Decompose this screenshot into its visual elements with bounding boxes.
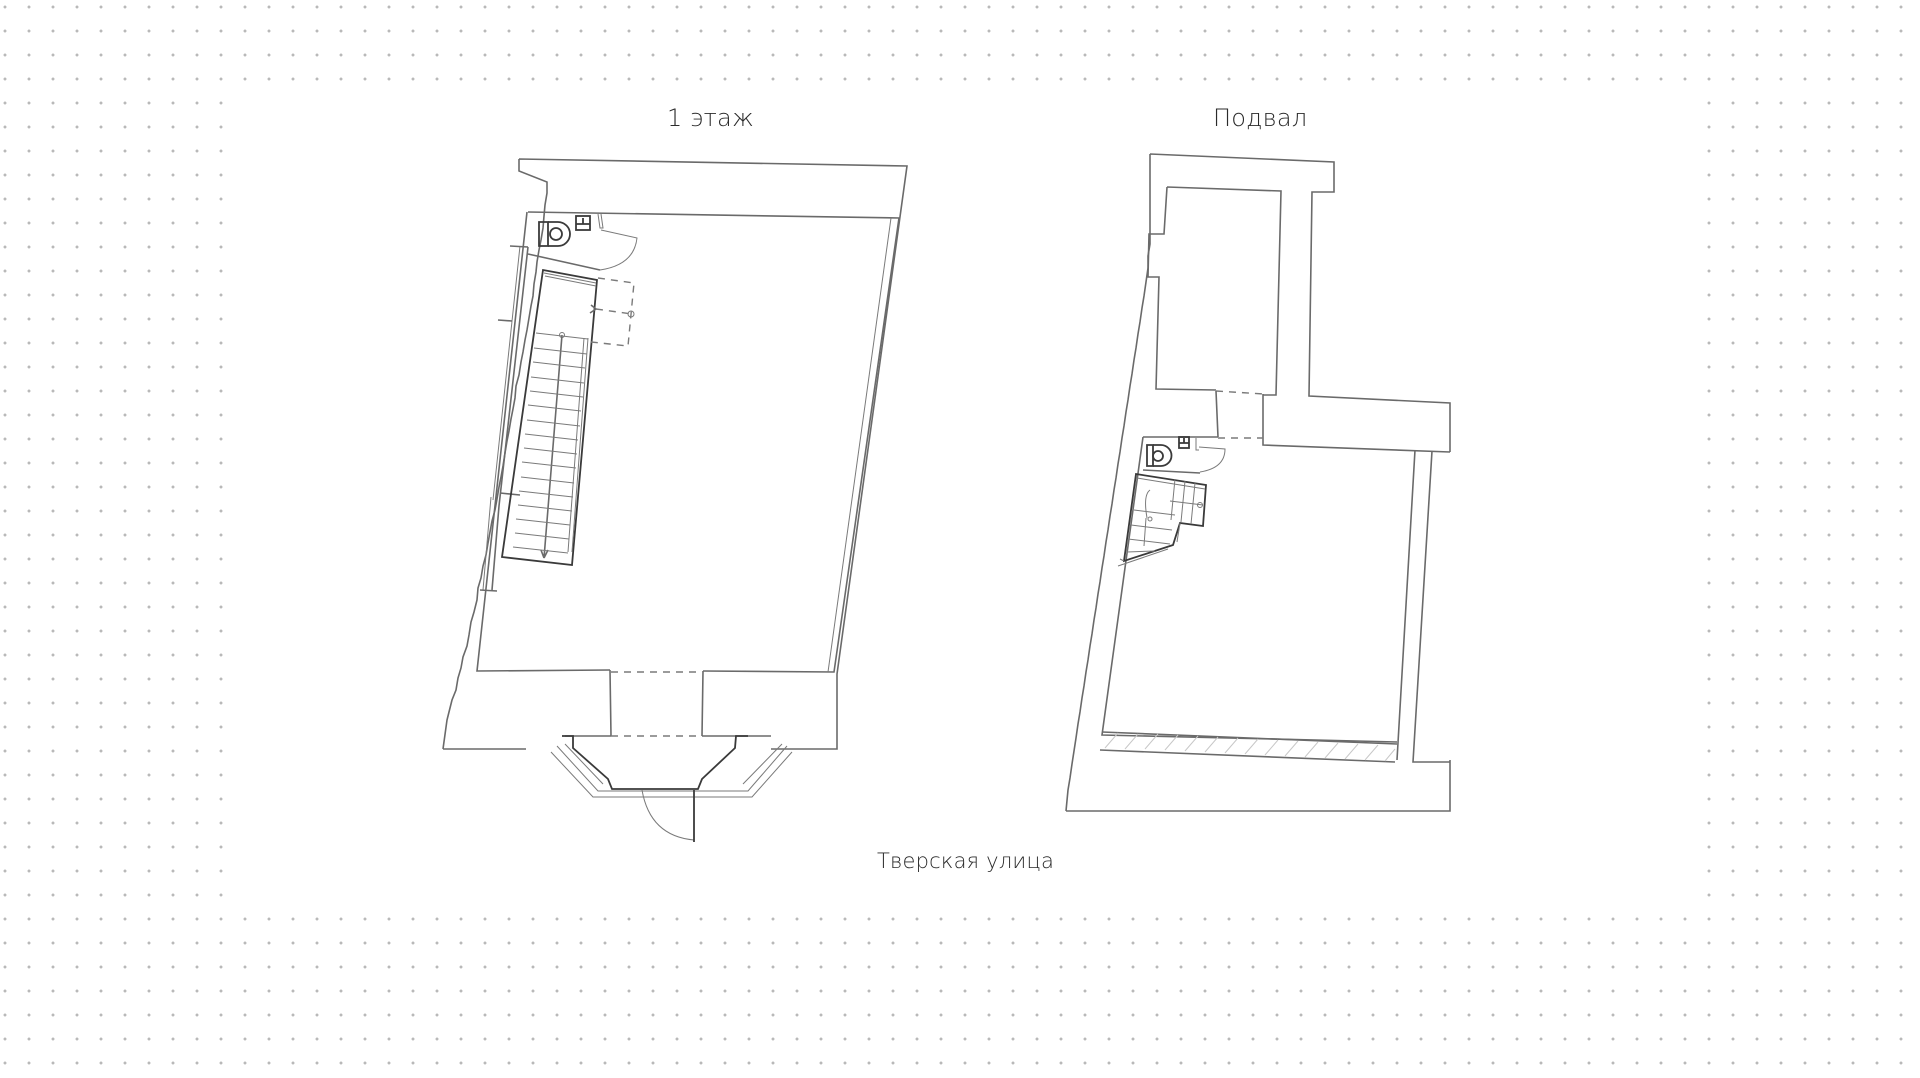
first-floor-bay-window — [562, 735, 748, 790]
first-floor-outer-wall — [442, 158, 908, 750]
plan-title-basement: Подвал — [1213, 104, 1308, 132]
first-floor-staircase — [500, 268, 635, 566]
first-floor-entrance-opening — [611, 671, 702, 737]
basement-outer-wall — [1065, 153, 1451, 812]
first-floor-left-wall-line — [491, 246, 529, 591]
first-floor-left-wall-double — [482, 245, 521, 591]
entrance-door-arc — [641, 789, 695, 841]
bathroom-door-arc — [599, 229, 638, 271]
first-floor-bay-window-mullions — [564, 743, 783, 785]
first-floor-inner-wall-double — [827, 217, 892, 673]
bathroom-door-jamb — [597, 213, 604, 229]
bathroom-partition — [527, 253, 601, 271]
basement-bathroom-partition — [1142, 469, 1201, 474]
sink-icon — [575, 215, 591, 231]
toilet-seat-icon — [549, 227, 563, 241]
basement-toilet-seat-icon — [1152, 450, 1164, 462]
stair-arrow-head-icon — [589, 304, 597, 314]
basement-toilet-icon — [1146, 444, 1154, 467]
basement-staircase — [1117, 472, 1207, 567]
street-label: Тверская улица — [877, 849, 1055, 873]
basement-storage-room — [1147, 186, 1282, 396]
first-floor-plan — [442, 158, 908, 842]
basement-door-jamb — [1195, 438, 1199, 451]
basement-storage-opening — [1215, 390, 1265, 395]
plan-title-first-floor: 1 этаж — [667, 104, 754, 132]
basement-toilet-bowl-icon — [1153, 444, 1173, 467]
basement-hatched-strip — [1099, 731, 1398, 763]
basement-door-arc — [1198, 446, 1226, 473]
sink-tap-icon — [576, 218, 590, 225]
basement-hatch-lines — [1104, 732, 1396, 762]
basement-sink-tap-icon — [1179, 438, 1189, 444]
first-floor-wall-ticks — [479, 245, 529, 592]
stair-outline — [500, 268, 598, 566]
content-area — [224, 96, 1690, 906]
basement-plan — [1065, 153, 1451, 812]
first-floor-inner-room — [476, 211, 900, 673]
first-floor-entrance-walls — [565, 669, 771, 737]
toilet-bowl-icon — [548, 221, 571, 247]
basement-corridor-walls — [1215, 390, 1451, 453]
basement-main-room — [1101, 436, 1450, 763]
first-floor-bay-window-outer — [550, 745, 793, 798]
basement-stair-base — [1117, 548, 1169, 567]
stair-direction-arrow-icon — [540, 334, 563, 559]
